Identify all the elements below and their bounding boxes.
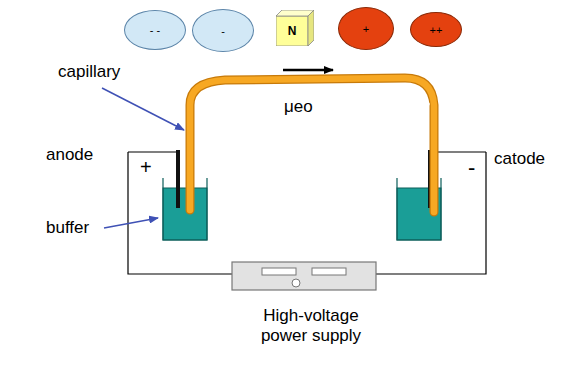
part-label: anode [46,145,93,165]
species-charge: N [288,24,297,38]
display-slot [312,268,346,275]
neutral-species: N [276,10,314,46]
flow-arrow [283,69,333,72]
polarity-sign: + [140,155,152,179]
cation-species: ++ [410,12,462,47]
anion-species: - [192,9,254,52]
anion-species: - - [124,10,186,50]
part-label: High-voltage power supply [246,306,376,347]
capillary-outline [190,78,434,212]
buffer-vessel [163,188,207,240]
leader-arrow [104,218,158,228]
power-supply-box [232,262,376,290]
species-charge: - [221,25,225,37]
part-label: catode [494,149,545,169]
wire [128,151,178,152]
species-charge: ++ [430,24,443,36]
species-charge: - - [150,24,160,36]
polarity-sign: - [468,155,475,181]
vessel-wall [163,178,207,240]
flow-label: μeo [284,97,313,117]
part-label: buffer [46,218,89,238]
capillary-tube [190,78,434,212]
part-label: capillary [58,62,120,82]
detection-window [426,102,430,106]
power-knob [292,279,300,287]
leader-arrow [102,88,184,130]
species-charge: + [363,23,369,35]
cation-species: + [338,7,394,50]
display-slot [262,268,296,275]
anode-electrode [176,150,180,208]
